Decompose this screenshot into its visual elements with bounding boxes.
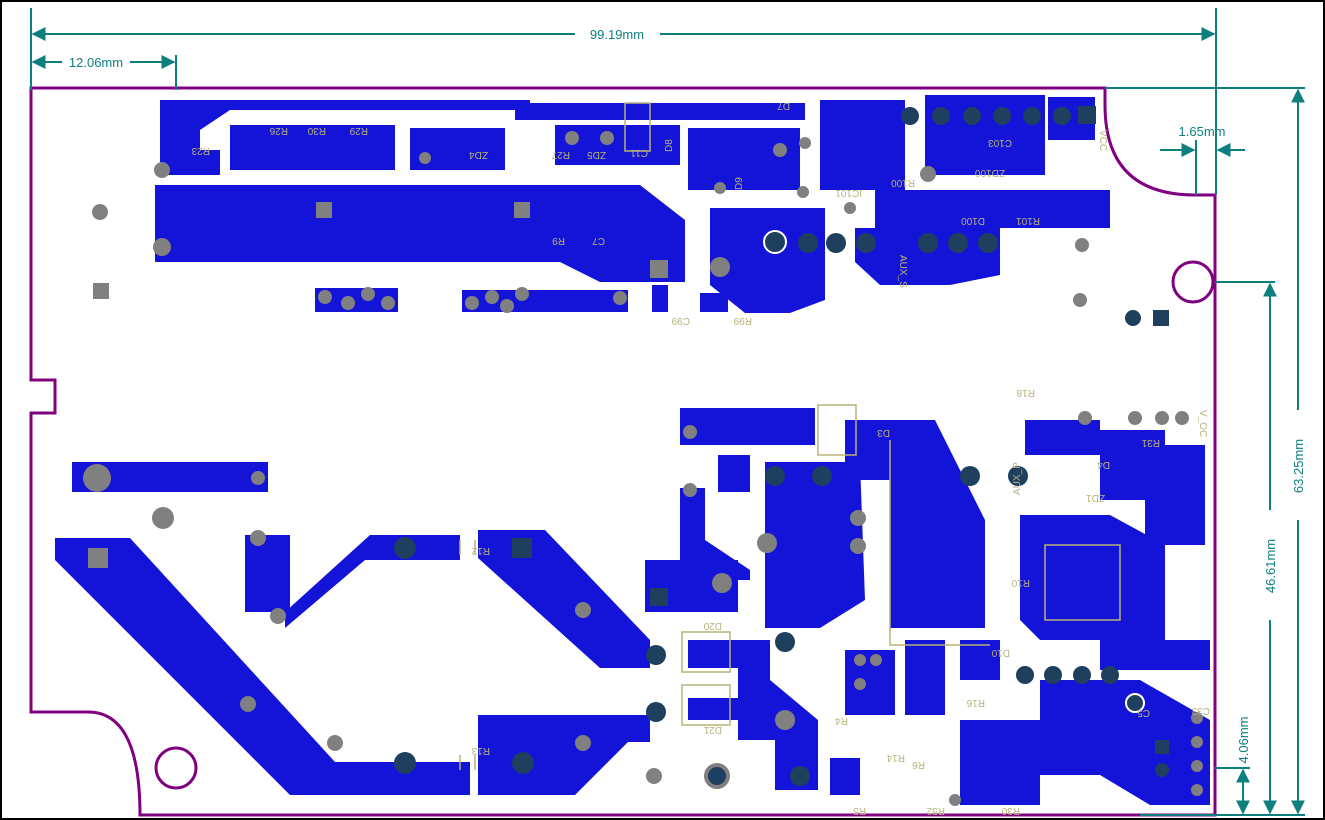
label-zd1: ZD1: [1086, 492, 1105, 503]
label-d3: D3: [877, 427, 890, 438]
dim-notch-width: 1.65mm: [1179, 124, 1226, 139]
board-outline: [29, 86, 1217, 817]
label-voc: V_OC: [1197, 410, 1208, 437]
label-c11: C11: [630, 147, 648, 158]
label-r101: R101: [1016, 215, 1040, 226]
dim-hole-height: 46.61mm: [1263, 539, 1278, 593]
label-zd5: ZD5: [587, 149, 606, 160]
label-r29: R29: [349, 125, 368, 136]
pads: [83, 106, 1203, 806]
label-vcc: VCC: [1097, 130, 1108, 151]
label-zd4: ZD4: [469, 149, 488, 160]
label-d10: D10: [991, 647, 1010, 658]
label-zd100: ZD100: [975, 167, 1005, 178]
label-r6: R6: [912, 759, 925, 770]
label-c5: C5: [1137, 707, 1150, 718]
label-aux-p: AUX_P: [1012, 462, 1023, 495]
label-r30b: R30: [1001, 805, 1020, 816]
label-r5: R5: [853, 805, 866, 816]
label-c99: C99: [671, 315, 690, 326]
label-c7: C7: [592, 235, 605, 246]
label-r12: R12: [471, 545, 490, 556]
label-r14: R14: [886, 752, 905, 763]
dimension-labels: 99.19mm 12.06mm 1.65mm 63.25mm 46.61mm 4…: [69, 27, 1306, 763]
label-r100: R100: [891, 177, 915, 188]
dimension-lines: [30, 8, 1305, 816]
label-r9: R9: [552, 235, 565, 246]
label-r99: R99: [733, 315, 752, 326]
copper-layer: [55, 95, 1210, 805]
silkscreen-labels: R23 R26 R30 R29 ZD4 R27 ZD5 C11 D8 D9 D7…: [191, 100, 1210, 816]
label-r18: R18: [1016, 387, 1035, 398]
label-r23: R23: [191, 145, 210, 156]
label-r27: R27: [551, 149, 570, 160]
label-aux-s: AUX_S: [897, 255, 908, 288]
label-d9: D9: [734, 177, 745, 190]
label-d4: D4: [1097, 459, 1110, 470]
label-ic101: IC101: [835, 187, 862, 198]
label-c103: C103: [988, 137, 1012, 148]
label-r4: R4: [835, 715, 848, 726]
label-r31: R31: [1141, 437, 1160, 448]
label-c33: C33: [1191, 705, 1210, 716]
label-d8: D8: [664, 139, 675, 152]
label-r13: R13: [471, 745, 490, 756]
label-r52: R52: [926, 805, 945, 816]
label-r10: R10: [1011, 577, 1030, 588]
label-d100: D100: [961, 215, 985, 226]
dim-total-width: 99.19mm: [590, 27, 644, 42]
label-d20: D20: [703, 620, 722, 631]
mounting-hole-right: [1171, 260, 1215, 304]
mounting-hole-left: [154, 746, 198, 790]
label-d21: D21: [703, 724, 722, 735]
dim-left-offset: 12.06mm: [69, 55, 123, 70]
label-d7: D7: [777, 100, 790, 111]
dim-bottom-offset: 4.06mm: [1236, 717, 1251, 764]
label-r26: R26: [269, 125, 288, 136]
label-r16: R16: [966, 697, 985, 708]
silkscreen-outlines: [459, 102, 1121, 770]
label-r30: R30: [307, 125, 326, 136]
dim-total-height: 63.25mm: [1291, 439, 1306, 493]
